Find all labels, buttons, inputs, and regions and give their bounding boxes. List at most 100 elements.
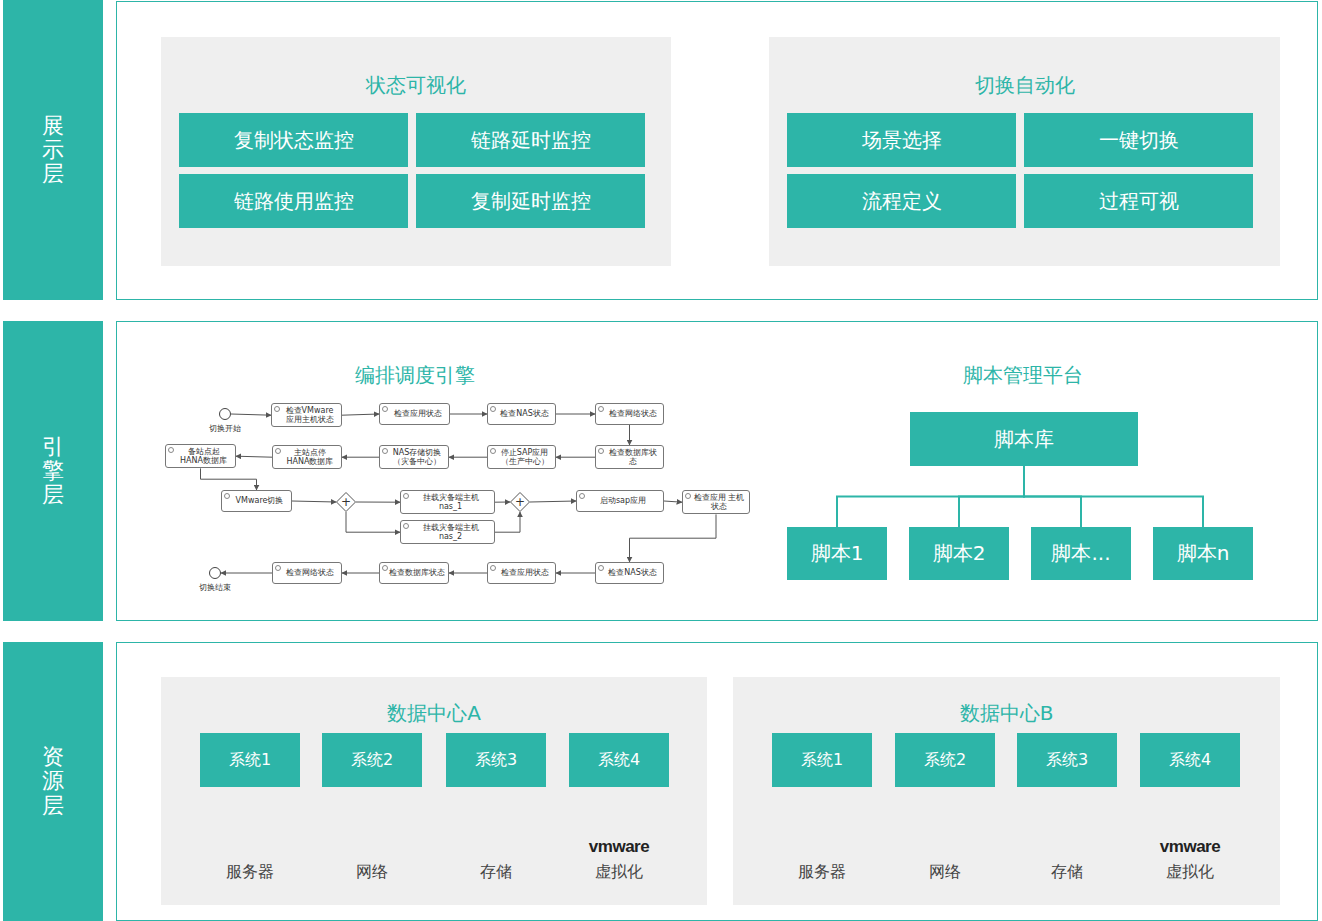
node-text: 系统3 xyxy=(475,750,517,771)
node-text: 资源层 xyxy=(42,745,64,818)
layer-bar: 资源层 xyxy=(3,642,103,921)
flow-arrow xyxy=(664,501,682,502)
system-box: 系统4 xyxy=(569,733,669,787)
node-text: VMware切换 xyxy=(236,496,284,505)
icon-label: 存储 xyxy=(1051,862,1083,883)
node-text: 脚本2 xyxy=(933,540,986,567)
node-text: 检查数据库状态 xyxy=(389,568,445,577)
task-box: 检查应用 主机状态 xyxy=(682,490,750,514)
flow-arrow xyxy=(346,512,400,532)
node-text: 检查VMware 应用主机状态 xyxy=(281,406,338,424)
node-text: 检查网络状态 xyxy=(286,568,334,577)
node-text: 检查NAS状态 xyxy=(500,409,549,418)
flow-arrow xyxy=(292,501,336,502)
feature-box: 过程可视 xyxy=(1024,174,1253,228)
node-text: NAS存储切换 （灾备中心） xyxy=(389,448,445,466)
node-text: 流程定义 xyxy=(862,188,942,215)
system-box: 系统2 xyxy=(322,733,422,787)
section-heading: 编排调度引擎 xyxy=(355,362,475,389)
node-text: 一键切换 xyxy=(1099,127,1179,154)
node-text: 过程可视 xyxy=(1099,188,1179,215)
flow-arrow xyxy=(556,414,595,415)
group-heading: 数据中心A xyxy=(161,700,707,727)
flow-arrow xyxy=(342,457,379,458)
node-text: 系统1 xyxy=(801,750,843,771)
system-box: 系统1 xyxy=(200,733,300,787)
script-box: 脚本1 xyxy=(787,527,887,580)
node-text: 停止SAP应用 （生产中心） xyxy=(497,448,552,466)
node-text: 链路延时监控 xyxy=(471,127,591,154)
flow-arrow xyxy=(221,573,272,574)
flow-arrow xyxy=(342,414,379,415)
flow-arrow xyxy=(356,502,400,503)
task-box: 检查NAS状态 xyxy=(487,403,556,425)
flow-arrow xyxy=(495,502,510,503)
task-box: NAS存储切换 （灾备中心） xyxy=(379,445,449,469)
node-text: 系统4 xyxy=(598,750,640,771)
logo-text: vmware xyxy=(1160,837,1220,857)
flow-arrow xyxy=(449,573,487,574)
feature-box: 复制状态监控 xyxy=(179,113,408,167)
tree-connector xyxy=(837,466,1024,527)
feature-box: 场景选择 xyxy=(787,113,1016,167)
node-text: 场景选择 xyxy=(862,127,942,154)
task-box: 备站点起 HANA数据库 xyxy=(165,444,236,468)
icon-label: 服务器 xyxy=(798,862,846,883)
feature-box: 链路延时监控 xyxy=(416,113,645,167)
node-text: 复制状态监控 xyxy=(234,127,354,154)
node-text: 检查应用状态 xyxy=(394,409,442,418)
parallel-gateway: + xyxy=(510,492,530,512)
node-text: 切换结束 xyxy=(199,582,231,593)
icon-label: 网络 xyxy=(929,862,961,883)
layer-bar: 引擎层 xyxy=(3,321,103,621)
node-text: 检查应用状态 xyxy=(501,568,549,577)
group-heading: 数据中心B xyxy=(733,700,1280,727)
flow-arrow xyxy=(236,456,272,457)
tree-connector xyxy=(1024,466,1203,527)
flow-arrow xyxy=(629,425,630,445)
node-text: 展示层 xyxy=(42,114,64,187)
flow-arrow xyxy=(450,414,487,415)
task-box: 检查应用状态 xyxy=(487,562,556,584)
icon-label: 存储 xyxy=(480,862,512,883)
icon-label: 虚拟化 xyxy=(1166,862,1214,883)
flow-arrow xyxy=(342,573,379,574)
feature-box: 链路使用监控 xyxy=(179,174,408,228)
system-box: 系统3 xyxy=(446,733,546,787)
feature-box: 一键切换 xyxy=(1024,113,1253,167)
feature-box: 复制延时监控 xyxy=(416,174,645,228)
flow-arrow xyxy=(449,457,487,458)
layer-bar: 展示层 xyxy=(3,0,103,300)
node-text: + xyxy=(515,496,525,508)
task-box: VMware切换 xyxy=(221,490,292,512)
node-text: 系统2 xyxy=(924,750,966,771)
script-box: 脚本库 xyxy=(910,412,1138,466)
flow-arrow xyxy=(630,514,717,562)
node-text: 脚本1 xyxy=(811,540,864,567)
script-box: 脚本... xyxy=(1031,527,1131,580)
node-text: 系统1 xyxy=(229,750,271,771)
flow-arrow xyxy=(201,468,257,490)
group-heading: 状态可视化 xyxy=(161,72,671,99)
tree-connector xyxy=(959,466,1024,527)
icon-label: 服务器 xyxy=(226,862,274,883)
flow-arrow xyxy=(530,501,576,502)
node-text: 检查应用 主机状态 xyxy=(692,493,746,511)
task-box: 检查VMware 应用主机状态 xyxy=(271,403,342,427)
node-text: 脚本... xyxy=(1051,540,1110,567)
flow-arrow xyxy=(556,573,595,574)
script-box: 脚本n xyxy=(1153,527,1253,580)
logo-text: vmware xyxy=(589,837,649,857)
event-circle: 切换结束 xyxy=(209,567,221,579)
event-circle: 切换开始 xyxy=(219,408,231,420)
node-text: 脚本库 xyxy=(994,426,1054,453)
task-box: 检查应用状态 xyxy=(379,403,450,425)
node-text: + xyxy=(341,496,351,508)
task-box: 停止SAP应用 （生产中心） xyxy=(487,445,556,469)
node-text: 系统4 xyxy=(1169,750,1211,771)
icon-label: 网络 xyxy=(356,862,388,883)
task-box: 主站点停 HANA数据库 xyxy=(272,445,342,469)
task-box: 检查数据库状态 xyxy=(595,445,664,469)
task-box: 启动sap应用 xyxy=(576,490,664,512)
